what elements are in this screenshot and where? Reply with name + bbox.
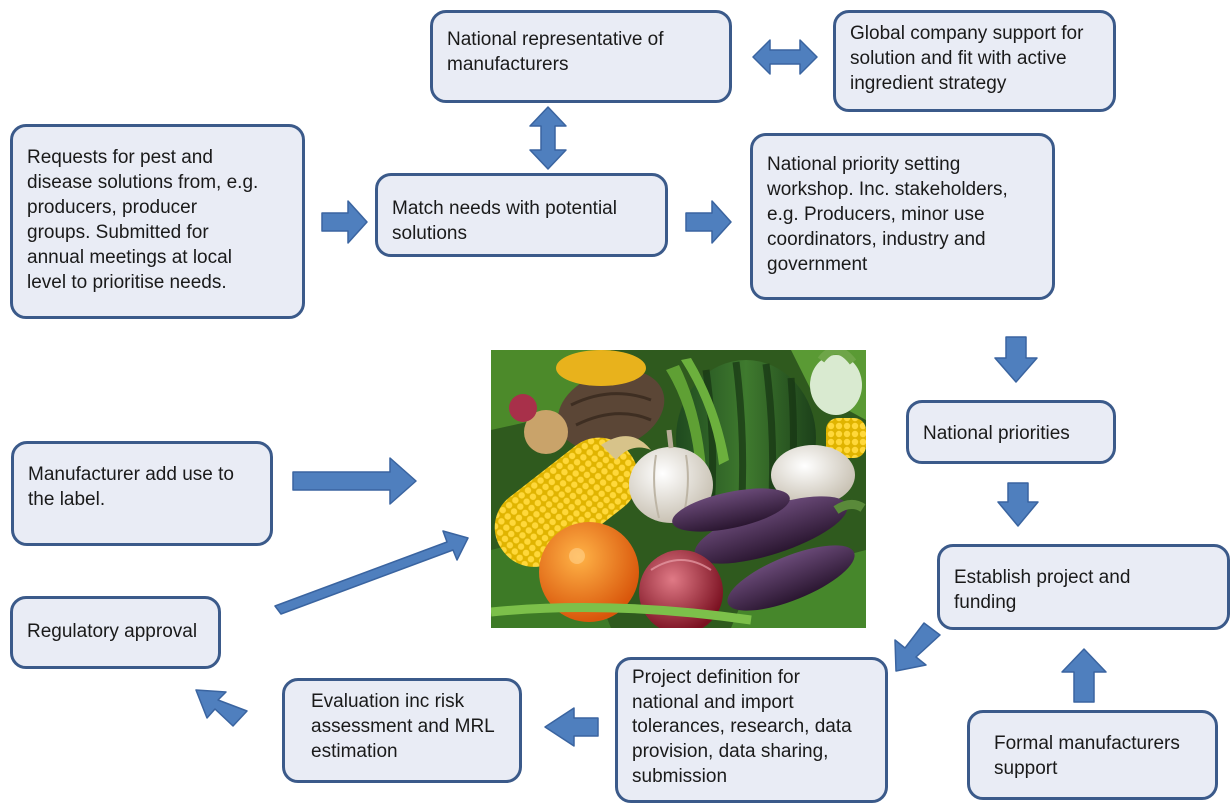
- box-formal-manufacturers-support: Formal manufacturers support: [967, 710, 1218, 800]
- double-arrow-rep-global: [752, 39, 818, 75]
- box-requests-for-solutions: Requests for pest and disease solutions …: [10, 124, 305, 319]
- arrow-label-to-photo: [292, 457, 417, 505]
- box-national-priorities: National priorities: [906, 400, 1116, 464]
- double-arrow-rep-match: [529, 106, 567, 170]
- arrow-support-to-project: [1061, 648, 1107, 703]
- arrow-match-to-workshop: [685, 200, 732, 244]
- box-national-representative: National representative of manufacturers: [430, 10, 732, 103]
- arrow-evaluation-to-approval: [195, 689, 248, 727]
- arrow-workshop-to-priorities: [994, 336, 1038, 383]
- arrow-priorities-to-project: [997, 482, 1039, 527]
- box-establish-project: Establish project and funding: [937, 544, 1230, 630]
- arrow-definition-to-evaluation: [544, 707, 599, 747]
- box-regulatory-approval: Regulatory approval: [10, 596, 221, 669]
- box-project-definition: Project definition for national and impo…: [615, 657, 888, 803]
- box-priority-workshop: National priority setting workshop. Inc.…: [750, 133, 1055, 300]
- arrow-approval-to-photo: [274, 530, 469, 615]
- arrow-requests-to-match: [321, 200, 368, 244]
- box-global-company-support: Global company support for solution and …: [833, 10, 1116, 112]
- box-match-needs: Match needs with potential solutions: [375, 173, 668, 257]
- box-manufacturer-add-use: Manufacturer add use to the label.: [11, 441, 273, 546]
- arrow-project-to-definition: [894, 622, 941, 672]
- vegetables-photo: [491, 350, 866, 628]
- box-evaluation: Evaluation inc risk assessment and MRL e…: [282, 678, 522, 783]
